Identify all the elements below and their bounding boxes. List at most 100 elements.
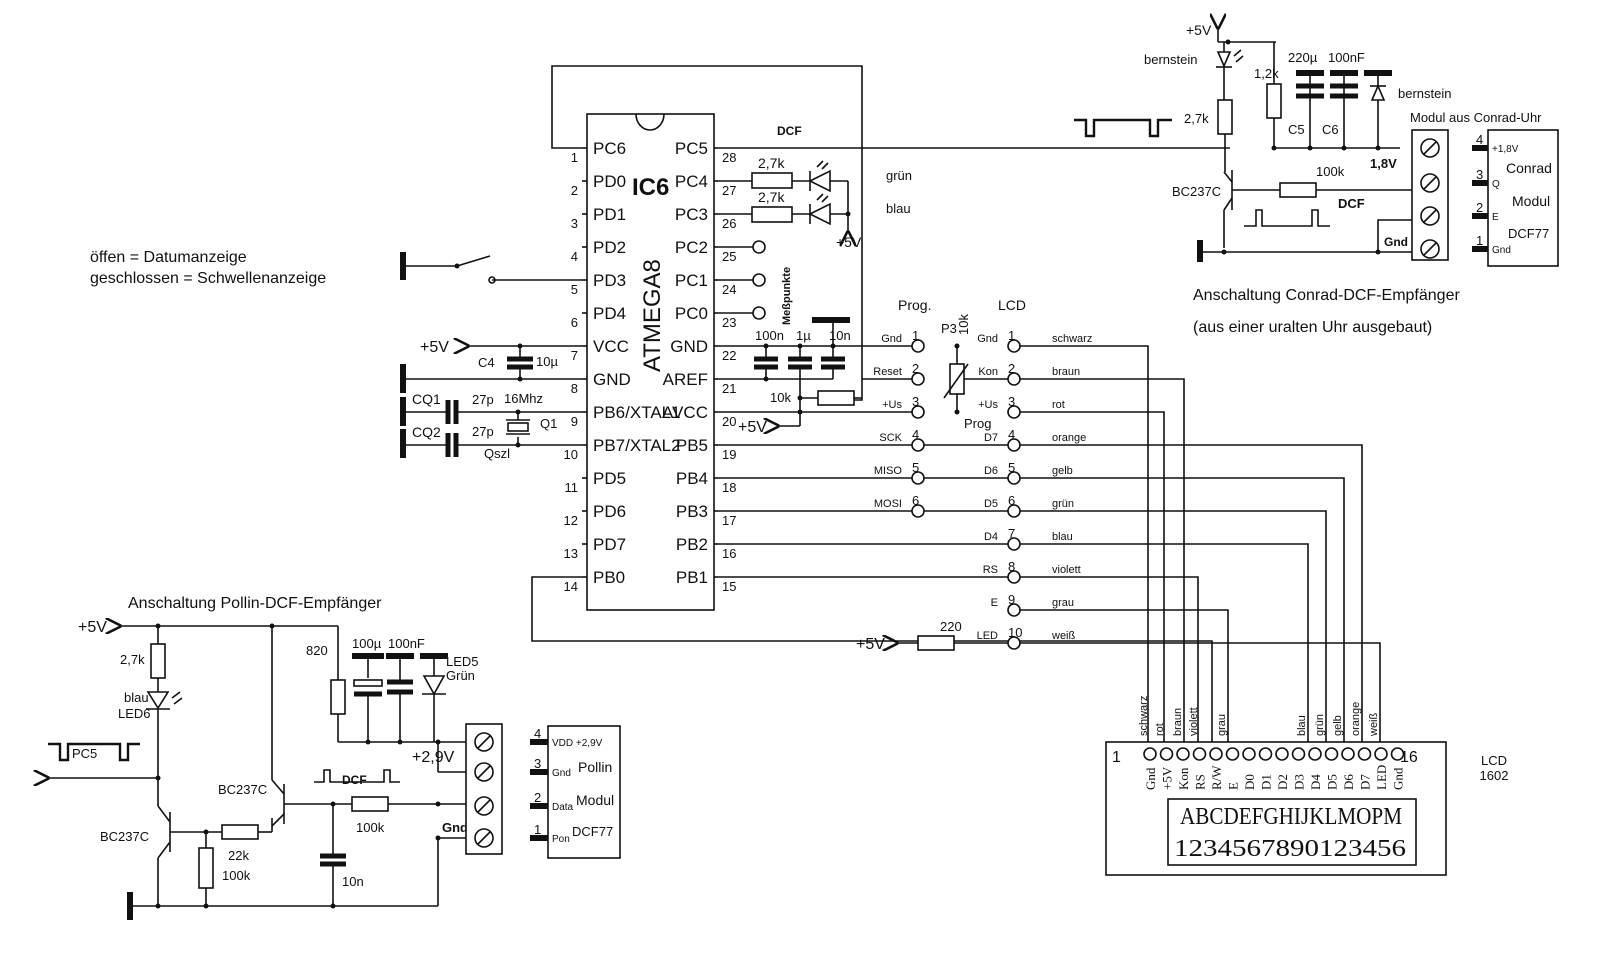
lcd-wire-label: gelb xyxy=(1332,715,1344,736)
prog-pin-number: 6 xyxy=(912,493,919,508)
lcd-pin xyxy=(1275,747,1289,761)
pollin-mod1: Pollin xyxy=(578,759,612,775)
pollin-r22: 22k xyxy=(228,848,249,863)
lcd-wire-label: violett xyxy=(1188,707,1200,736)
crystal-q1: Q1 xyxy=(540,416,557,431)
ic-pin-number: 22 xyxy=(722,348,736,363)
lcd-pin xyxy=(1357,747,1372,761)
pollin-module xyxy=(547,725,621,859)
pollin-29v: +2,9V xyxy=(412,749,455,766)
lcd-pin xyxy=(1159,747,1174,761)
lcd-wire-label: schwarz xyxy=(1138,696,1150,736)
c27a-label: 27p xyxy=(472,392,494,407)
mode-switch[interactable] xyxy=(400,252,582,284)
lcd-pin-label: +5V xyxy=(1160,766,1175,790)
ic-pin-number: 21 xyxy=(722,381,736,396)
ic-pin-label-pc5: PC5 xyxy=(675,139,708,158)
ic-pin-label-pd0: PD0 xyxy=(593,172,626,191)
pollin-title: Anschaltung Pollin-DCF-Empfänger xyxy=(128,595,382,612)
ic-pin-number: 13 xyxy=(564,546,578,561)
pollin-pc5: PC5 xyxy=(72,746,97,761)
lcd-pin xyxy=(1176,747,1190,761)
ic-pin-number: 5 xyxy=(571,282,578,297)
measure-point-pc0[interactable] xyxy=(752,306,766,320)
wire-pc6-reset xyxy=(551,65,863,401)
lcd-pin xyxy=(1143,747,1157,761)
conrad-c220: 220µ xyxy=(1288,50,1318,65)
lcd-display xyxy=(1167,798,1417,866)
pollin-pin-number: 1 xyxy=(534,822,541,837)
cap-100n-label: 100n xyxy=(755,328,784,343)
ic-pin-number: 14 xyxy=(564,579,578,594)
lcd-wire-color: blau xyxy=(1052,531,1073,543)
lcd-wire-label: rot xyxy=(1154,723,1166,736)
lcd-wire-label: braun xyxy=(1172,708,1184,736)
lcd-connector-pin-number: 4 xyxy=(1008,427,1015,442)
pollin-tr2: BC237C xyxy=(218,782,267,797)
ic-pin-label-pc2: PC2 xyxy=(675,238,708,257)
lcd-last-pin: 16 xyxy=(1400,749,1418,766)
pollin-c10n: 10n xyxy=(342,874,364,889)
conrad-transistor: BC237C xyxy=(1172,184,1221,199)
prog-pin[interactable] xyxy=(911,339,925,353)
crystal-q1 xyxy=(506,409,530,448)
lcd-pin xyxy=(1192,747,1207,761)
conrad-title2: (aus einer uralten Uhr ausgebaut) xyxy=(1193,319,1432,336)
lcd-pin-label: D6 xyxy=(1341,774,1356,790)
lcd-pin-label: D1 xyxy=(1259,774,1274,790)
conrad-pin-label: Gnd xyxy=(1492,245,1511,256)
pollin-pin-label: Gnd xyxy=(552,768,571,779)
measure-point-pc1[interactable] xyxy=(752,273,766,287)
resistor-pc3 xyxy=(751,206,793,223)
lcd-wire-color: orange xyxy=(1052,432,1086,444)
ic-pin-number: 11 xyxy=(565,480,579,495)
conrad-c5: C5 xyxy=(1288,122,1305,137)
pollin-pin-label: Data xyxy=(552,802,574,813)
lcd-connector-pin-label: RS xyxy=(983,564,998,576)
conrad-module xyxy=(1487,129,1559,267)
ic-pin-label-pd7: PD7 xyxy=(593,535,626,554)
note-closed: geschlossen = Schwellenanzeige xyxy=(90,270,326,287)
ic-pin-number: 28 xyxy=(722,150,736,165)
pollin-led6b: LED6 xyxy=(118,706,151,721)
pollin-c100n: 100nF xyxy=(388,636,425,651)
prog-pin-label: MOSI xyxy=(874,498,902,510)
measure-point-pc2[interactable] xyxy=(752,240,766,254)
conrad-bern1: bernstein xyxy=(1144,52,1197,67)
prog-pin-number: 1 xyxy=(912,328,919,343)
lcd-wire-label: weiß xyxy=(1368,712,1380,737)
prog-pin[interactable] xyxy=(911,471,925,485)
conrad-dcf-circuit: +5V bernstein 2,7k 1,2k 220µ 100nF berns… xyxy=(1074,22,1559,336)
lcd-connector-pin-number: 6 xyxy=(1008,493,1015,508)
resistor-pc4 xyxy=(751,172,793,189)
pollin-mod2: Modul xyxy=(576,792,614,808)
lcd-pin-label: D4 xyxy=(1308,774,1323,790)
lcd-fanout-wires xyxy=(1020,345,1381,754)
lcd-connector-pin-label: E xyxy=(991,597,998,609)
lcd-pin xyxy=(1258,747,1273,761)
pollin-terminal-screws xyxy=(474,732,494,848)
lcd-pin-label: RS xyxy=(1193,774,1208,790)
conrad-18v: 1,8V xyxy=(1370,156,1397,171)
prog-pin[interactable] xyxy=(911,438,925,452)
pollin-r100: 100k xyxy=(222,868,251,883)
pollin-r100k-base xyxy=(198,847,214,889)
lcd-connector-pin-label: Kon xyxy=(978,366,998,378)
prog-pin[interactable] xyxy=(911,405,925,419)
ic-pin-label-pd6: PD6 xyxy=(593,502,626,521)
lcd-wire-color: rot xyxy=(1052,399,1065,411)
prog-pin-number: 3 xyxy=(912,394,919,409)
lcd-pin-label: Gnd xyxy=(1143,767,1158,790)
ic-pin-label-gnd: GND xyxy=(593,370,631,389)
prog-pin[interactable] xyxy=(911,504,925,518)
ic-pin-label-pd4: PD4 xyxy=(593,304,626,323)
lcd-pin-label: D3 xyxy=(1292,774,1307,790)
lcd-connector-pin-number: 7 xyxy=(1008,526,1015,541)
conrad-r27-label: 2,7k xyxy=(1184,111,1209,126)
ic-pin-label-pb3: PB3 xyxy=(676,502,708,521)
lcd-connector-pin-label: LED xyxy=(977,630,998,642)
prog-pin-label: SCK xyxy=(879,432,902,444)
pollin-tr1: BC237C xyxy=(100,829,149,844)
